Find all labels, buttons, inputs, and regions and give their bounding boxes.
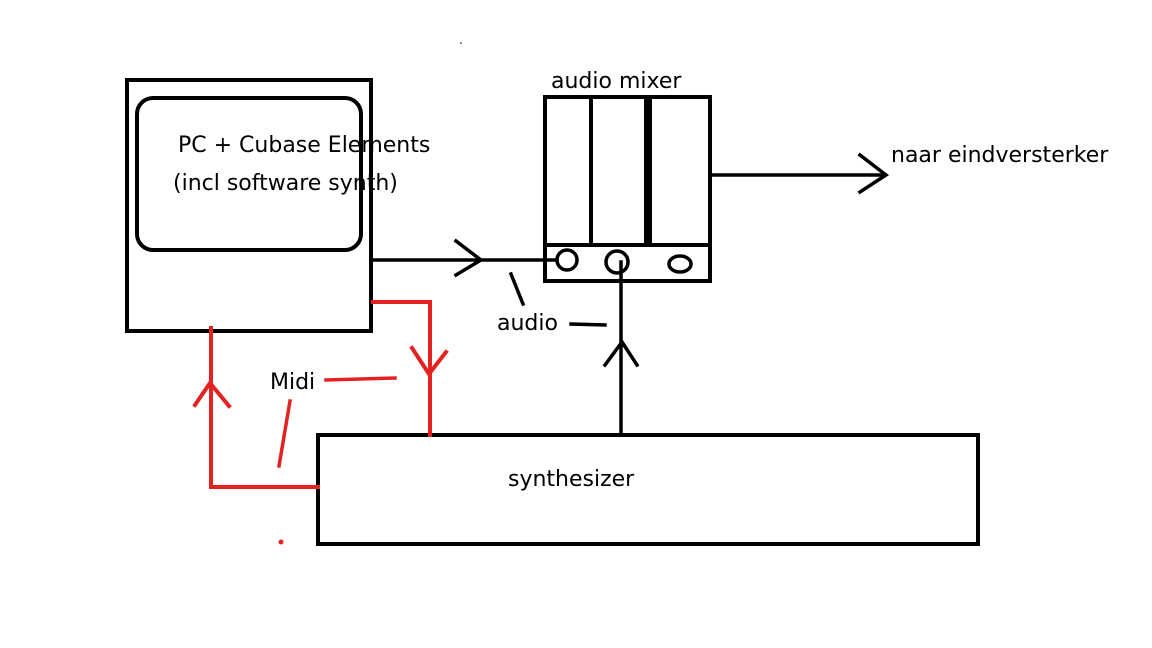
mixer-input-jack-3 (667, 254, 693, 274)
pc-monitor: PC + Cubase Elements (incl software synt… (125, 78, 430, 333)
midi-label: Midi (270, 370, 315, 395)
midi-pointer-down (276, 398, 293, 469)
mixer-title: audio mixer (551, 69, 682, 94)
audio-pointer-side (569, 322, 607, 327)
synthesizer: synthesizer (316, 433, 980, 546)
audio-label: audio (497, 311, 558, 336)
mixer-channel-3 (648, 95, 712, 247)
mixer-output-arrow: naar eindversterker (708, 143, 1109, 195)
audio-annotation: audio (497, 271, 607, 336)
pc-label-line1: PC + Cubase Elements (178, 133, 430, 158)
mixer-body (543, 95, 712, 283)
stray-black-dot (460, 42, 462, 44)
pc-screen (135, 96, 363, 252)
midi-out-arrowhead (409, 345, 449, 378)
synth-audio-arrow (602, 260, 640, 437)
mixer-input-jack-1 (555, 248, 579, 272)
stray-red-dot (278, 539, 284, 545)
pc-audio-arrow (369, 238, 559, 278)
audio-pointer-upper (508, 271, 526, 307)
midi-connections: Midi (192, 300, 449, 545)
output-label: naar eindversterker (891, 143, 1109, 168)
audio-mixer: audio mixer (543, 69, 712, 283)
synth-label: synthesizer (508, 467, 635, 492)
synth-body (316, 433, 980, 546)
midi-pointer-right (324, 376, 397, 382)
midi-in-arrowhead (192, 379, 232, 409)
midi-in-cable (209, 326, 320, 489)
mixer-channel-2 (589, 95, 648, 247)
pc-case (125, 78, 373, 333)
pc-label-line2: (incl software synth) (173, 171, 398, 196)
mixer-input-jack-2 (604, 249, 630, 275)
midi-out-cable (371, 300, 432, 437)
